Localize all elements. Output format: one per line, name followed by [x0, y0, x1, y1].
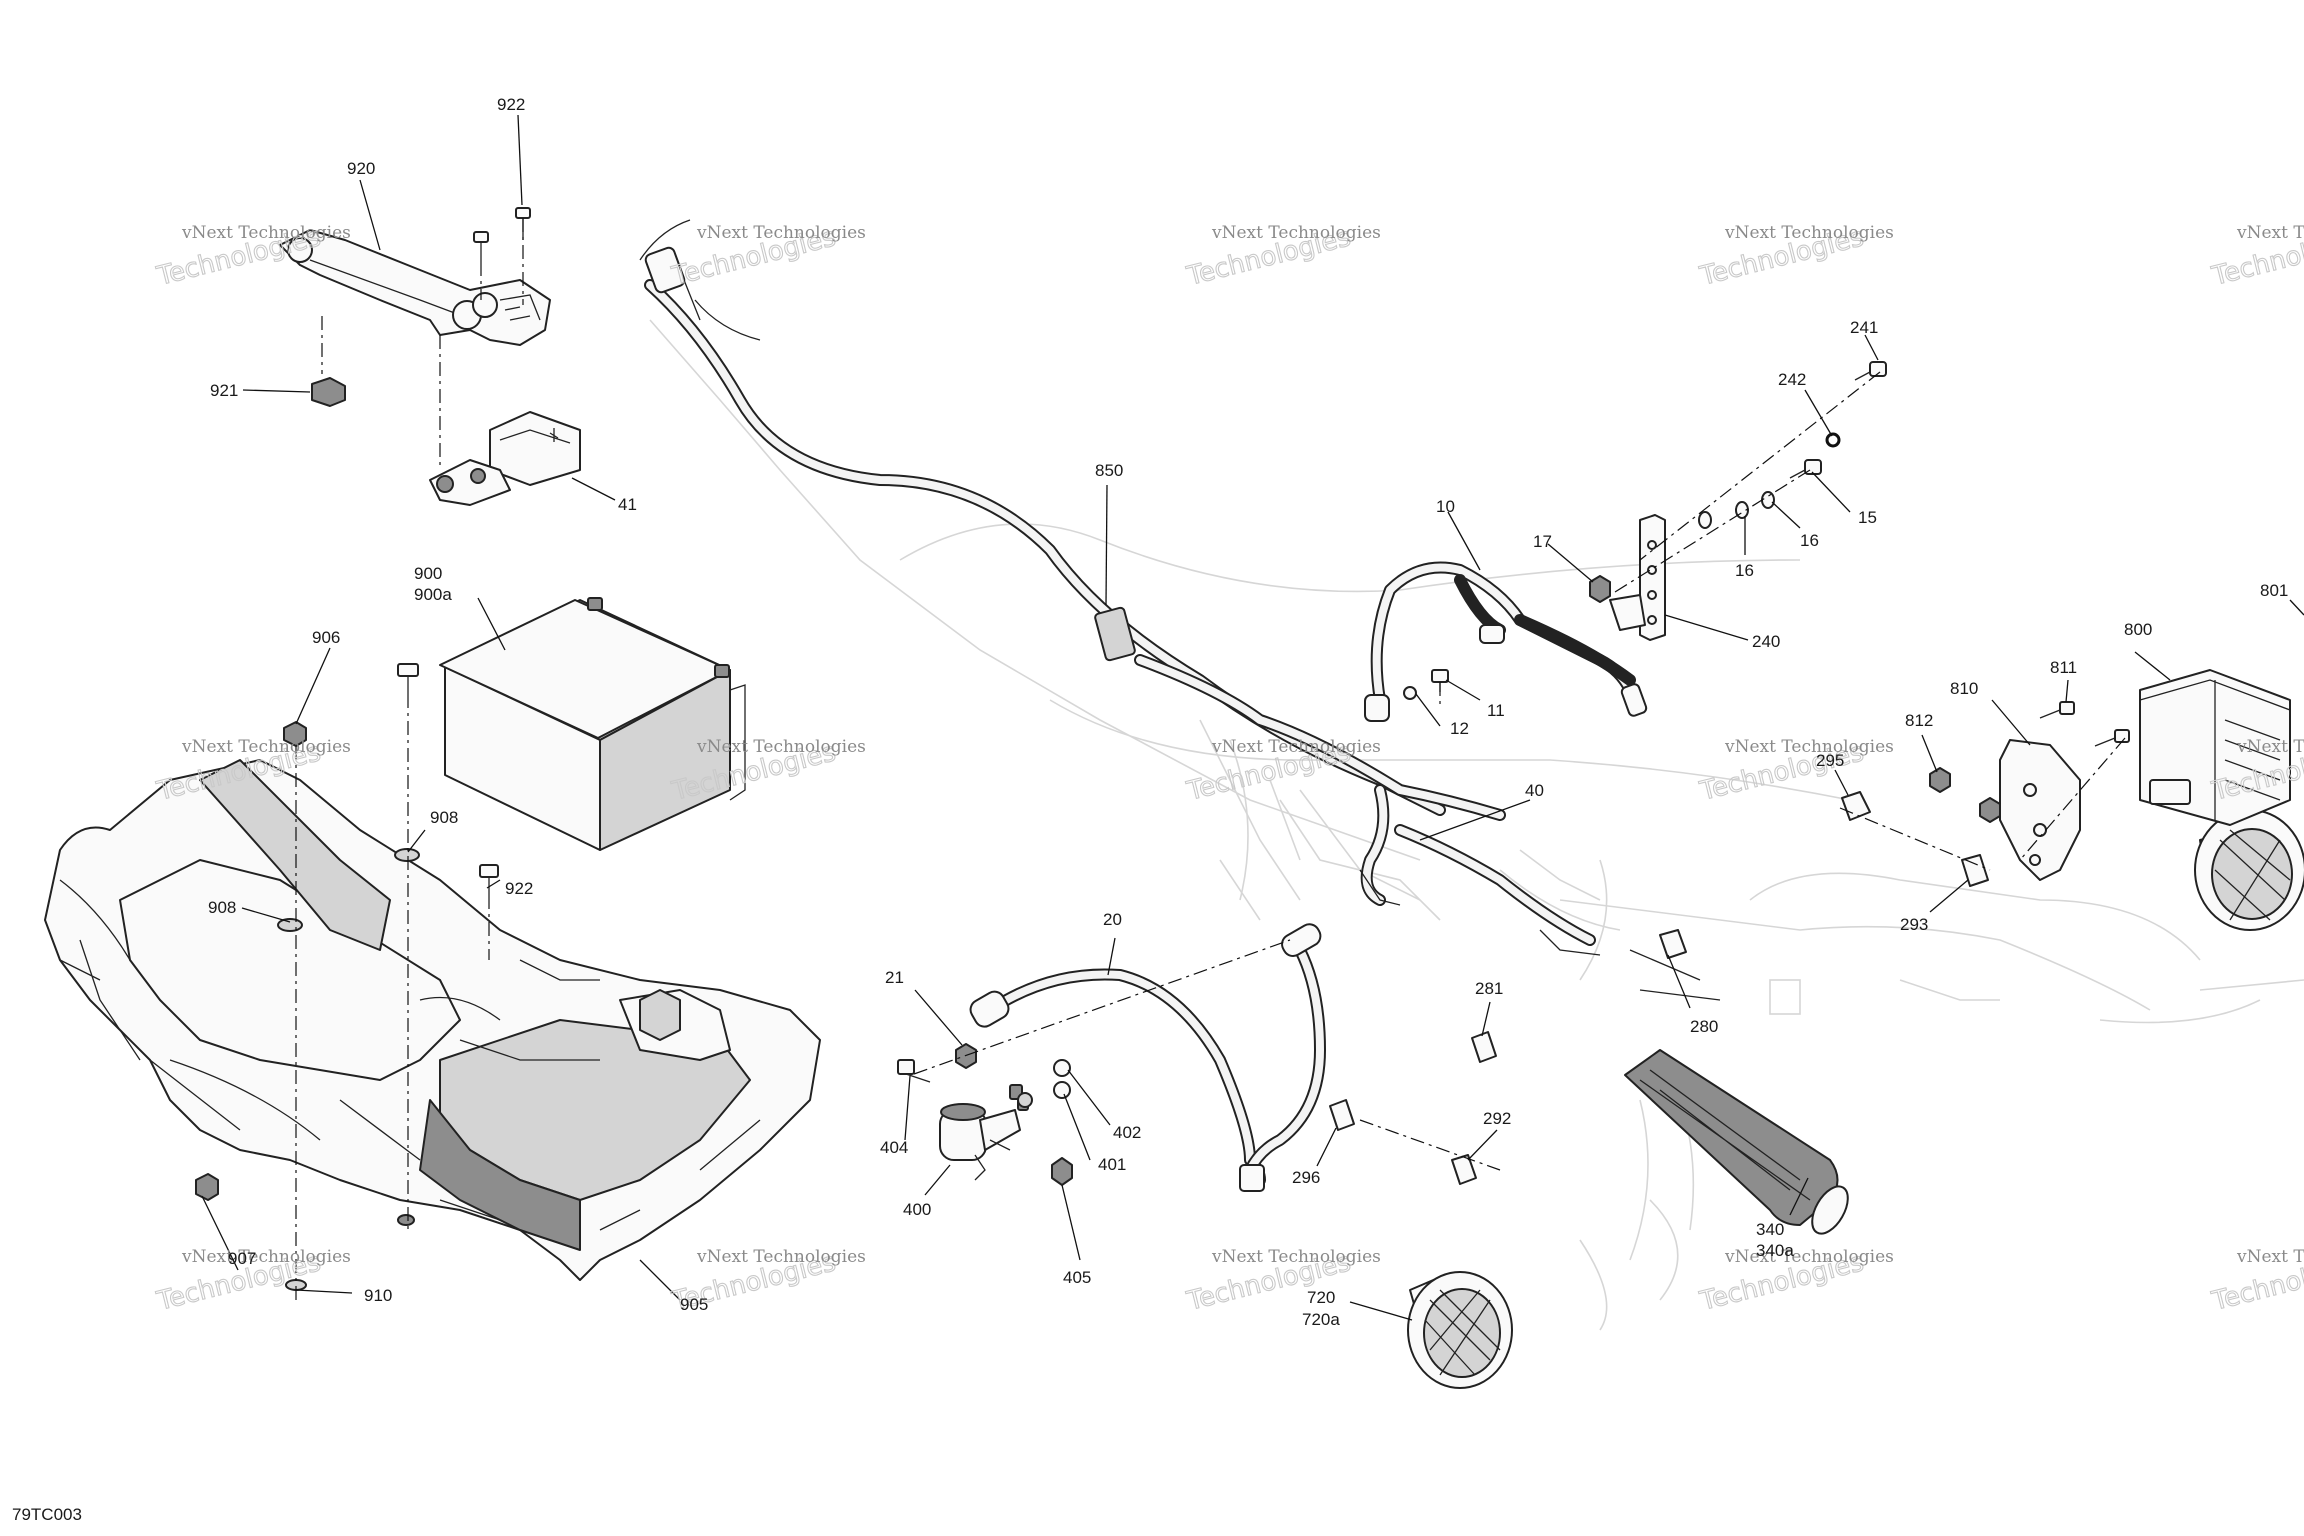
callout-label: 17	[1533, 532, 1552, 551]
module-bracket	[1999, 739, 2081, 881]
callout-label: 242	[1778, 370, 1806, 389]
leader-lines	[201, 114, 2304, 1321]
svg-text:vNext Technologies: vNext Technologies	[1211, 737, 1381, 757]
svg-text:vNext Technologies: vNext Technologies	[181, 737, 351, 757]
svg-text:vNext Technologies: vNext Technologies	[2236, 1247, 2304, 1267]
callout-label: 295	[1816, 751, 1844, 770]
svg-text:vNext Technologies: vNext Technologies	[2236, 223, 2304, 243]
relay-solenoid	[939, 1084, 1029, 1181]
diagram-code: 79TC003	[12, 1505, 82, 1524]
air-intake-duct	[1624, 1049, 1849, 1235]
terminal-cover	[429, 411, 581, 506]
callout-label: 402	[1113, 1123, 1141, 1142]
battery	[439, 597, 746, 851]
callout-label: 280	[1690, 1017, 1718, 1036]
callout-label: 906	[312, 628, 340, 647]
callout-label: 292	[1483, 1109, 1511, 1128]
svg-text:vNext Technologies: vNext Technologies	[181, 1247, 351, 1267]
callout-label: 401	[1098, 1155, 1126, 1174]
callout-label: 922	[505, 879, 533, 898]
callout-label: 910	[364, 1286, 392, 1305]
callout-label: 850	[1095, 461, 1123, 480]
svg-text:vNext Technologies: vNext Technologies	[1211, 1247, 1381, 1267]
battery-tray	[44, 759, 821, 1281]
assembly-lines	[295, 218, 2126, 1300]
battery-hold-down-bracket	[279, 229, 551, 346]
callout-label: 41	[618, 495, 637, 514]
callout-label: 21	[885, 968, 904, 987]
watermark: Technologies vNext Technologies	[1696, 1247, 1894, 1318]
control-module	[2139, 669, 2291, 826]
svg-text:vNext Technologies: vNext Technologies	[1724, 1247, 1894, 1267]
callout-label: 908	[208, 898, 236, 917]
callout-label: 40	[1525, 781, 1544, 800]
watermark: Technologies vNext Technologies	[1183, 222, 1381, 293]
callout-label: 905	[680, 1295, 708, 1314]
svg-text:vNext Technologies: vNext Technologies	[1211, 223, 1381, 243]
callout-label: 340	[1756, 1220, 1784, 1239]
callout-label: 720	[1307, 1288, 1335, 1307]
callout-label: 812	[1905, 711, 1933, 730]
svg-text:vNext Technologies: vNext Technologies	[696, 223, 866, 243]
callout-label: 900	[414, 564, 442, 583]
battery-cable-20	[969, 923, 1326, 1192]
callout-label: 241	[1850, 318, 1878, 337]
watermark: Technologies vNext Technologies	[2208, 1247, 2304, 1318]
watermark: Technologies vNext Technologies	[668, 222, 866, 293]
callout-label: 811	[2050, 658, 2077, 677]
callout-label: 900a	[414, 585, 452, 604]
watermark: Technologies vNext Technologies	[1183, 1247, 1381, 1318]
lamp-801	[2194, 809, 2304, 931]
watermark: Technologies vNext Technologies	[668, 737, 866, 808]
callout-label: 16	[1735, 561, 1754, 580]
callout-label: 15	[1858, 508, 1877, 527]
callout-label: 296	[1292, 1168, 1320, 1187]
callout-label: 810	[1950, 679, 1978, 698]
callout-label: 720a	[1302, 1310, 1340, 1329]
svg-text:vNext Technologies: vNext Technologies	[696, 1247, 866, 1267]
svg-text:vNext Technologies: vNext Technologies	[181, 223, 351, 243]
watermark: Technologies vNext Technologies	[2208, 222, 2304, 293]
callout-label: 920	[347, 159, 375, 178]
svg-text:vNext Technologies: vNext Technologies	[696, 737, 866, 757]
callout-label: 340a	[1756, 1241, 1794, 1260]
callout-label: 908	[430, 808, 458, 827]
callout-label: 404	[880, 1138, 908, 1157]
callout-label: 405	[1063, 1268, 1091, 1287]
watermark: Technologies vNext Technologies	[1696, 737, 1894, 808]
callout-label: 20	[1103, 910, 1122, 929]
lamp-720	[1407, 1271, 1513, 1389]
callout-labels: 922 920 921 41 900 900a 906 908 922 908 …	[208, 95, 2288, 1329]
main-wiring-harness	[639, 219, 1601, 956]
callout-label: 16	[1800, 531, 1819, 550]
callout-label: 800	[2124, 620, 2152, 639]
battery-cable-10	[1364, 561, 1648, 722]
callout-label: 400	[903, 1200, 931, 1219]
callout-label: 293	[1900, 915, 1928, 934]
svg-text:vNext Technologies: vNext Technologies	[2236, 737, 2304, 757]
callout-label: 281	[1475, 979, 1503, 998]
callout-label: 921	[210, 381, 238, 400]
harness-bracket	[1609, 514, 1666, 641]
svg-text:vNext Technologies: vNext Technologies	[1724, 737, 1894, 757]
watermark: Technologies vNext Technologies	[1696, 222, 1894, 293]
callout-label: 240	[1752, 632, 1780, 651]
callout-label: 12	[1450, 719, 1469, 738]
callout-label: 10	[1436, 497, 1455, 516]
callout-label: 11	[1487, 701, 1505, 720]
callout-label: 907	[228, 1249, 256, 1268]
callout-label: 922	[497, 95, 525, 114]
callout-label: 801	[2260, 581, 2288, 600]
svg-text:vNext Technologies: vNext Technologies	[1724, 223, 1894, 243]
